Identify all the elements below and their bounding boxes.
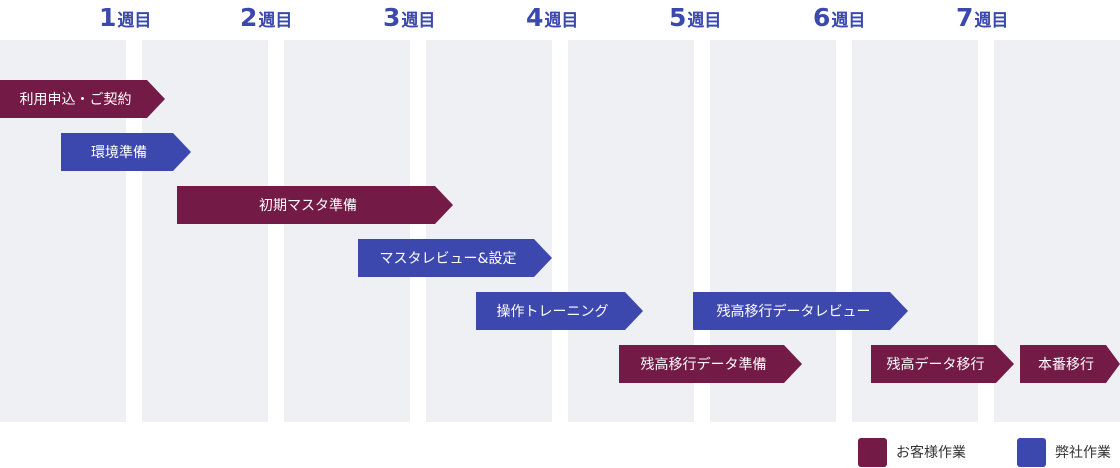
week-label-5: 5 週目 (669, 2, 721, 34)
task-master-review-setup: マスタレビュー&設定 (358, 239, 552, 277)
week-unit: 週目 (544, 11, 579, 31)
task-operation-training: 操作トレーニング (476, 292, 643, 330)
task-application-contract: 利用申込・ご契約 (0, 80, 165, 118)
task-environment-setup: 環境準備 (61, 133, 191, 171)
task-production-migration: 本番移行 (1020, 345, 1120, 383)
week-unit: 週目 (974, 11, 1009, 31)
week-number: 3 (383, 3, 401, 32)
legend-customer: お客様作業 (858, 436, 966, 468)
week-label-2: 2 週目 (240, 2, 292, 34)
week-unit: 週目 (117, 11, 152, 31)
task-balance-migration-review: 残高移行データレビュー (693, 292, 908, 330)
legend-swatch-customer (858, 437, 887, 467)
week-column-3 (426, 40, 552, 422)
week-number: 1 (99, 3, 117, 32)
week-number: 2 (240, 3, 258, 32)
week-number: 7 (956, 3, 974, 32)
week-column-1 (142, 40, 268, 422)
week-label-6: 6 週目 (813, 2, 865, 34)
week-label-3: 3 週目 (383, 2, 435, 34)
week-number: 6 (813, 3, 831, 32)
legend-swatch-vendor (1017, 437, 1046, 467)
week-unit: 週目 (687, 11, 722, 31)
week-unit: 週目 (258, 11, 293, 31)
week-number: 5 (669, 3, 687, 32)
task-balance-migration-prep: 残高移行データ準備 (619, 345, 802, 383)
week-label-1: 1 週目 (99, 2, 151, 34)
legend-label: お客様作業 (896, 445, 966, 461)
week-unit: 週目 (401, 11, 436, 31)
task-balance-data-migration: 残高データ移行 (871, 345, 1014, 383)
legend-vendor: 弊社作業 (1017, 436, 1111, 468)
week-number: 4 (526, 3, 544, 32)
week-column-2 (284, 40, 410, 422)
week-label-7: 7 週目 (956, 2, 1008, 34)
task-initial-master-prep: 初期マスタ準備 (177, 186, 453, 224)
week-label-4: 4 週目 (526, 2, 578, 34)
legend-label: 弊社作業 (1055, 445, 1111, 461)
week-unit: 週目 (831, 11, 866, 31)
